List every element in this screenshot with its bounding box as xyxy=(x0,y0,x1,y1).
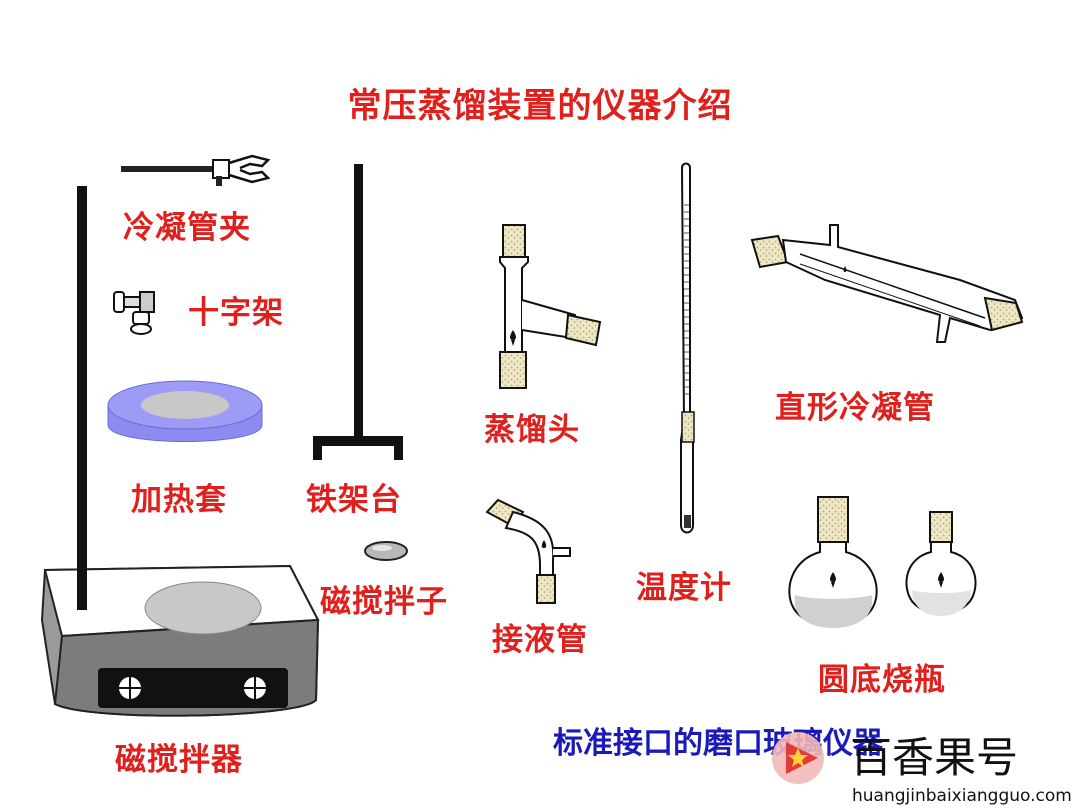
magnetic-stirrer-icon xyxy=(40,564,320,717)
label-iron-stand: 铁架台 xyxy=(306,482,402,518)
distilling-head-icon xyxy=(499,224,602,389)
heating-mantle-icon xyxy=(107,380,263,442)
receiver-adapter-icon xyxy=(485,498,571,604)
label-cross-clamp: 十字架 xyxy=(188,295,284,331)
condenser-clamp-icon xyxy=(121,154,271,186)
thermometer-icon xyxy=(680,162,695,534)
watermark-logo-icon: 百香果号 xyxy=(772,732,1018,784)
label-thermometer: 温度计 xyxy=(636,570,732,606)
label-distilling-head: 蒸馏头 xyxy=(484,412,580,448)
label-magnetic-stirrer: 磁搅拌器 xyxy=(115,742,243,778)
note-ground-glass-joints: 标准接口的磨口玻璃仪器 xyxy=(553,726,883,761)
stir-bar-icon xyxy=(364,541,408,561)
label-condenser-clamp: 冷凝管夹 xyxy=(123,210,251,246)
round-bottom-flask-large-icon xyxy=(788,496,878,628)
label-round-bottom-flask: 圆底烧瓶 xyxy=(818,662,946,698)
watermark-brand: 百香果号 xyxy=(850,733,1018,782)
iron-stand-icon xyxy=(313,164,403,460)
watermark-url: huangjinbaixiangguo.com xyxy=(852,786,1072,806)
cross-clamp-icon xyxy=(113,291,155,335)
label-stir-bar: 磁搅拌子 xyxy=(320,584,448,620)
round-bottom-flask-small-icon xyxy=(905,511,977,616)
label-heating-mantle: 加热套 xyxy=(131,482,227,518)
label-receiver-adapter: 接液管 xyxy=(492,622,588,658)
page-title: 常压蒸馏装置的仪器介绍 xyxy=(347,86,733,126)
watermark: 百香果号 huangjinbaixiangguo.com xyxy=(758,722,1080,810)
liebig-condenser-icon xyxy=(750,224,1024,343)
label-liebig-condenser: 直形冷凝管 xyxy=(775,390,935,426)
